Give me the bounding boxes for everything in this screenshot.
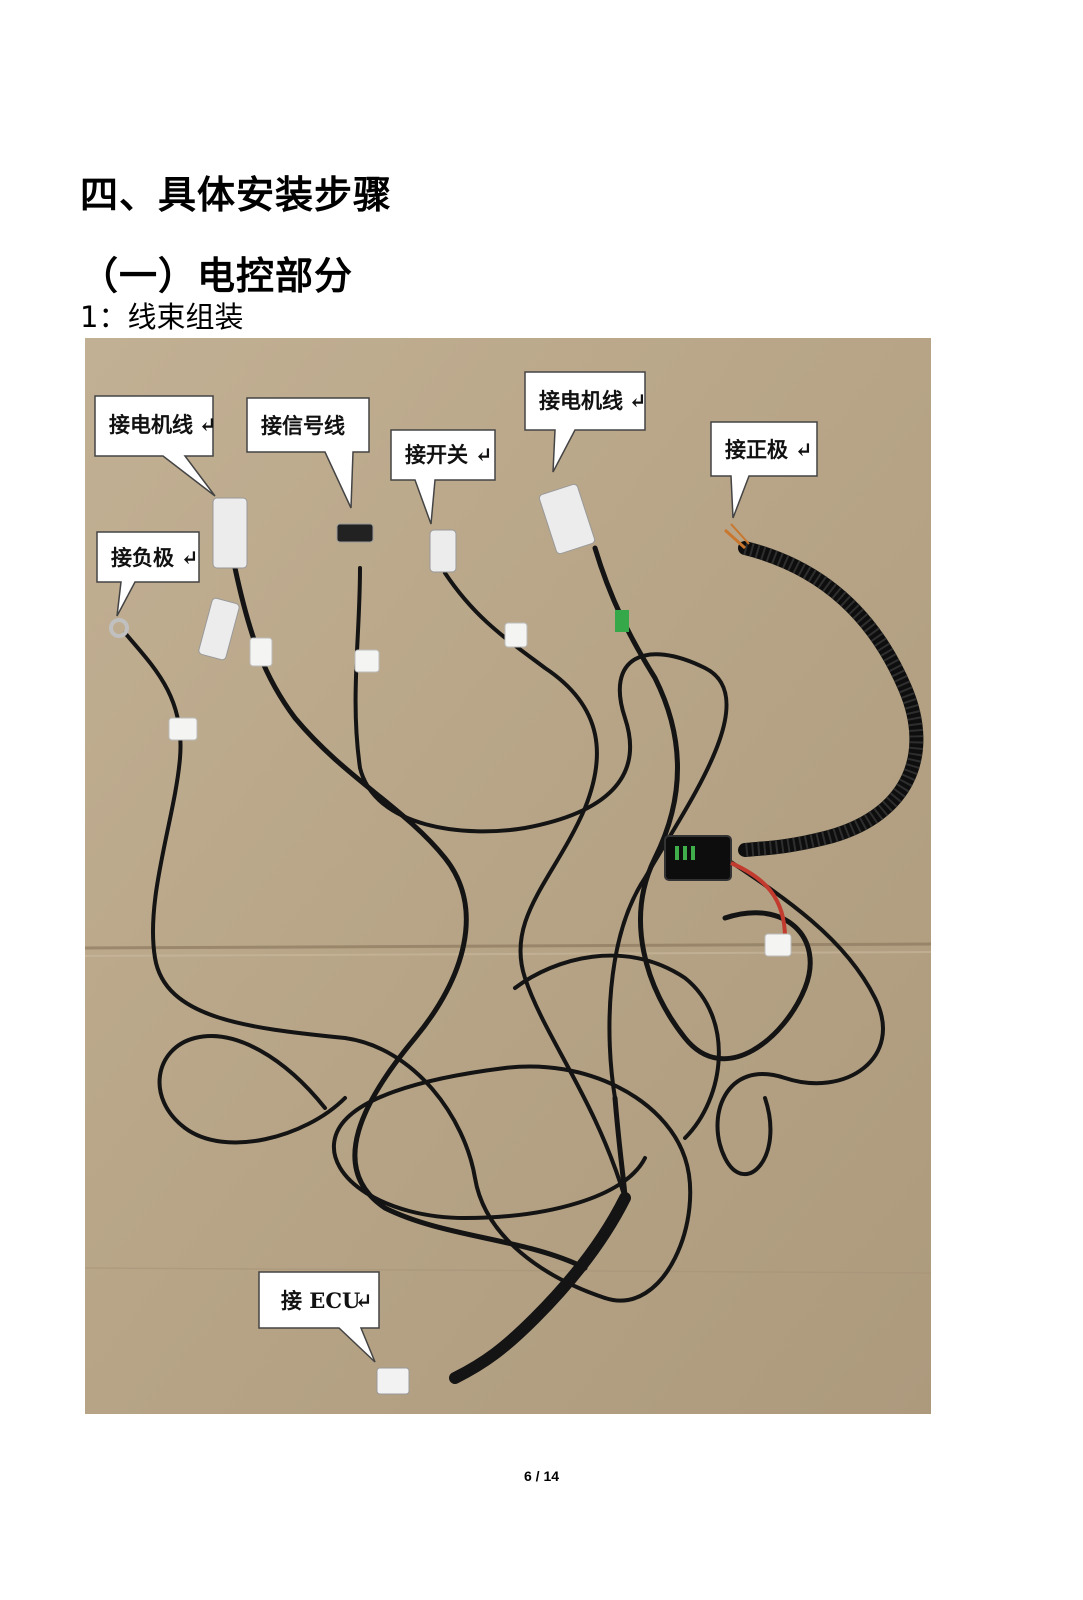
callout-motor-wire-left: 接电机线 ↵ (94, 395, 217, 497)
wire-negative (123, 631, 607, 1300)
wire-tags (168, 622, 792, 957)
section-heading: 四、具体安装步骤 (80, 173, 393, 217)
wire-ecu-bundle (449, 1192, 631, 1384)
signal-connector (336, 523, 374, 543)
harness-wires (123, 545, 885, 1384)
wire-motor-left (232, 565, 588, 1271)
callout-signal-wire: 接信号线 (246, 397, 370, 509)
harness-illustration: 接电机线 ↵ 接信号线 接开关 ↵ 接电机线 ↵ (85, 338, 931, 1414)
callout-ecu: 接 ECU ↵ (258, 1271, 380, 1363)
subsection-heading: （一）电控部分 (80, 254, 354, 298)
callout-switch: 接开关 ↵ (390, 429, 496, 525)
motor-connector-right (538, 483, 596, 555)
svg-text:↵: ↵ (629, 388, 647, 413)
svg-text:接开关: 接开关 (405, 442, 468, 467)
svg-text:↵: ↵ (181, 545, 199, 570)
svg-text:接 ECU: 接 ECU (281, 1288, 360, 1313)
callout-positive: 接正极 ↵ (710, 421, 818, 519)
svg-text:↵: ↵ (355, 1288, 373, 1313)
callout-motor-wire-right: 接电机线 ↵ (524, 371, 647, 473)
relay-box (664, 835, 787, 939)
wiring-harness-photo: 接电机线 ↵ 接信号线 接开关 ↵ 接电机线 ↵ (85, 338, 931, 1414)
wire-switch (443, 571, 627, 1200)
cardboard-background (85, 338, 931, 1414)
switch-connector (429, 529, 457, 573)
svg-text:↵: ↵ (795, 437, 813, 462)
svg-text:接正极: 接正极 (725, 437, 789, 462)
svg-text:接电机线: 接电机线 (539, 388, 623, 413)
svg-text:接负极: 接负极 (111, 545, 175, 570)
motor-connector-left (212, 497, 248, 569)
svg-text:接电机线: 接电机线 (109, 412, 193, 437)
svg-text:接信号线: 接信号线 (261, 413, 345, 438)
callouts: 接电机线 ↵ 接信号线 接开关 ↵ 接电机线 ↵ (94, 371, 818, 1363)
page-number: 6 / 14 (523, 1468, 560, 1484)
wire-relay-loop (715, 856, 885, 1176)
callout-negative: 接负极 ↵ (96, 531, 200, 617)
svg-text:↵: ↵ (199, 412, 217, 437)
svg-text:↵: ↵ (475, 442, 493, 467)
negative-ring-terminal (109, 618, 129, 638)
step-label: 1：线束组装 (80, 300, 244, 334)
ecu-connector (376, 1367, 410, 1395)
connectors (109, 483, 629, 1395)
